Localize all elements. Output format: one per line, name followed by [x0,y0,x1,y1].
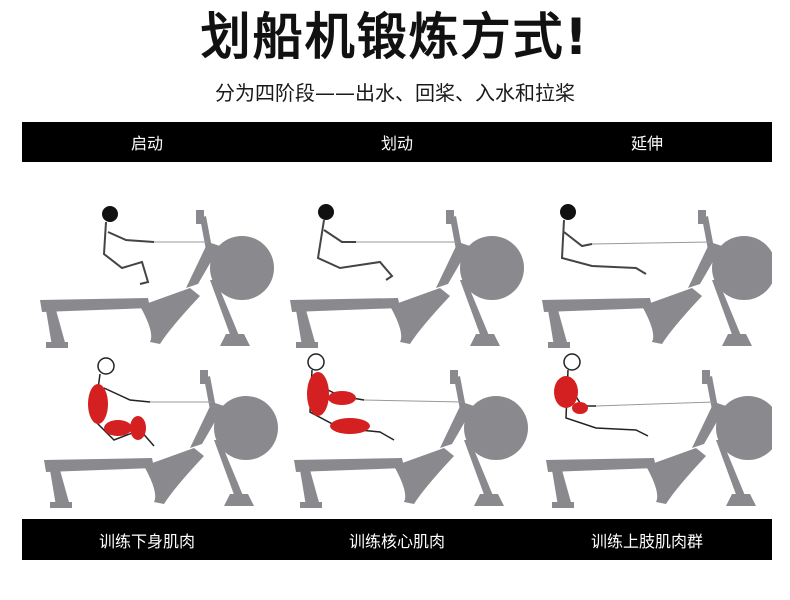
machine-figure-stroke [290,204,524,348]
muscle-label-upper-limbs: 训练上肢肌肉群 [590,531,703,551]
phase-bar: 启动 划动 延伸 [22,122,772,162]
muscle-label-core: 训练核心肌肉 [348,531,445,551]
page-title: 划船机锻炼方式! [200,8,590,66]
muscle-figure-core [294,353,528,508]
machine-figure-extend [542,204,772,348]
phase-label-start: 启动 [130,134,163,153]
machine-figure-start [40,206,274,348]
muscle-label-lower-body: 训练下身肌肉 [98,531,195,551]
muscle-figure-upper-limbs [546,353,772,508]
phase-label-extend: 延伸 [630,134,663,153]
phase-label-stroke: 划动 [380,134,413,153]
page-subtitle: 分为四阶段——出水、回桨、入水和拉桨 [215,81,575,105]
muscle-figure-lower-body [44,357,278,508]
rowing-illustrations [40,204,772,508]
muscle-bar: 训练下身肌肉 训练核心肌肉 训练上肢肌肉群 [22,519,772,560]
